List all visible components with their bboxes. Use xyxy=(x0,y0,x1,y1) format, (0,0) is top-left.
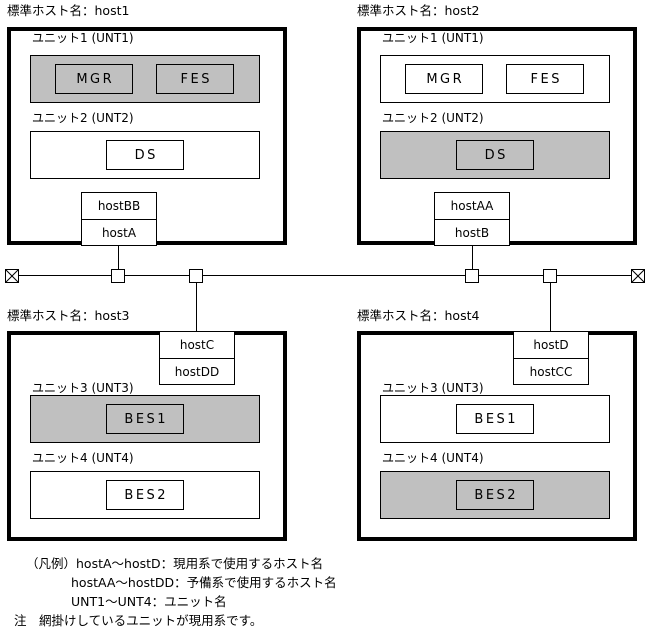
unit-label-host4-unit4: ユニット4 (UNT4) xyxy=(382,451,484,465)
network-bus-line xyxy=(12,275,634,276)
proc-box-host2-mgr: MGR xyxy=(405,64,483,94)
legend-line-4: 注 網掛けしているユニットが現用系です。 xyxy=(14,613,263,628)
hostname-stack-host2: hostAA hostB xyxy=(434,192,510,246)
proc-box-host1-fes: FES xyxy=(156,64,234,94)
proc-box-host2-ds: DS xyxy=(456,140,534,170)
unit-label-host2-unit1: ユニット1 (UNT1) xyxy=(382,31,484,45)
proc-box-host1-mgr: MGR xyxy=(55,64,133,94)
legend-line-1: （凡例）hostA〜hostD：現用系で使用するホスト名 xyxy=(26,556,324,571)
hostname-standby-host2: hostAA xyxy=(435,193,509,219)
drop-line-host1 xyxy=(118,246,119,276)
hostname-stack-host3: hostC hostDD xyxy=(159,331,235,385)
legend-line-2: hostAA〜hostDD：予備系で使用するホスト名 xyxy=(71,575,337,590)
unit-panel-host4-unit3 xyxy=(380,395,610,443)
host-title-host2: 標準ホスト名：host2 xyxy=(357,3,480,18)
hostname-active-host1: hostA xyxy=(82,219,156,245)
unit-panel-host1-unit1 xyxy=(30,55,260,103)
hostname-standby-host3: hostDD xyxy=(160,358,234,384)
bus-tap-icon-host3 xyxy=(189,269,203,283)
bus-tap-icon-host4 xyxy=(543,269,557,283)
bus-terminator-icon-left xyxy=(5,269,19,283)
unit-panel-host3-unit4 xyxy=(30,471,260,519)
proc-box-host3-bes2: BES2 xyxy=(106,480,184,510)
bus-terminator-icon-right xyxy=(631,269,645,283)
unit-panel-host2-unit1 xyxy=(380,55,610,103)
hostname-stack-host1: hostBB hostA xyxy=(81,192,157,246)
drop-line-host4 xyxy=(550,283,551,331)
proc-box-host1-ds: DS xyxy=(106,140,184,170)
unit-panel-host1-unit2 xyxy=(30,131,260,179)
bus-tap-icon-host2 xyxy=(465,269,479,283)
proc-box-host3-bes1: BES1 xyxy=(106,404,184,434)
proc-box-host2-fes: FES xyxy=(506,64,584,94)
drop-line-host3 xyxy=(196,283,197,331)
unit-label-host4-unit3: ユニット3 (UNT3) xyxy=(382,381,484,395)
hostname-active-host4: hostD xyxy=(514,332,588,358)
host-title-host4: 標準ホスト名：host4 xyxy=(357,308,480,323)
hostname-active-host3: hostC xyxy=(160,332,234,358)
host-title-host3: 標準ホスト名：host3 xyxy=(7,308,130,323)
hostname-active-host2: hostB xyxy=(435,219,509,245)
unit-panel-host2-unit2 xyxy=(380,131,610,179)
proc-box-host4-bes2: BES2 xyxy=(456,480,534,510)
proc-box-host4-bes1: BES1 xyxy=(456,404,534,434)
hostname-standby-host1: hostBB xyxy=(82,193,156,219)
host-title-host1: 標準ホスト名：host1 xyxy=(7,3,130,18)
unit-label-host1-unit1: ユニット1 (UNT1) xyxy=(32,31,134,45)
drop-line-host2 xyxy=(472,246,473,276)
unit-label-host2-unit2: ユニット2 (UNT2) xyxy=(382,111,484,125)
unit-label-host3-unit4: ユニット4 (UNT4) xyxy=(32,451,134,465)
unit-panel-host4-unit4 xyxy=(380,471,610,519)
hostname-standby-host4: hostCC xyxy=(514,358,588,384)
hostname-stack-host4: hostD hostCC xyxy=(513,331,589,385)
unit-panel-host3-unit3 xyxy=(30,395,260,443)
unit-label-host3-unit3: ユニット3 (UNT3) xyxy=(32,381,134,395)
bus-tap-icon-host1 xyxy=(111,269,125,283)
legend-line-3: UNT1〜UNT4：ユニット名 xyxy=(71,594,227,609)
unit-label-host1-unit2: ユニット2 (UNT2) xyxy=(32,111,134,125)
